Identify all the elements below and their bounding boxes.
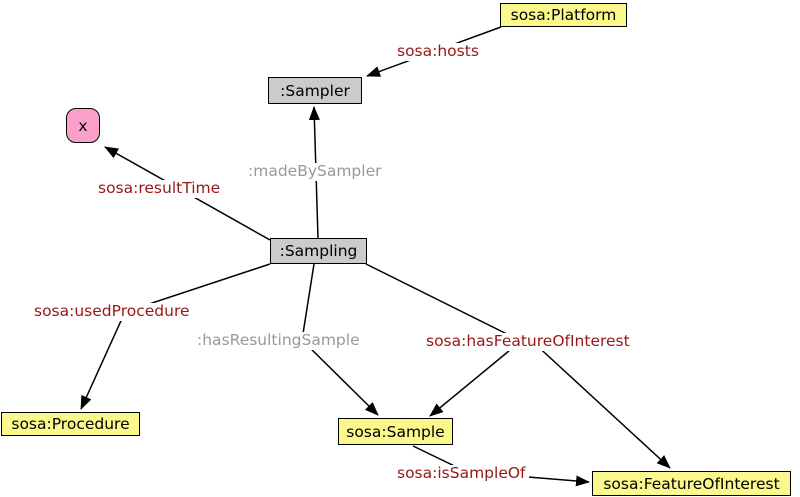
node-sampler: :Sampler [268, 77, 362, 104]
edge-label-hasresultingsample: :hasResultingSample [194, 331, 363, 350]
edge-hasfeatureofinterest-to-foi-line [532, 341, 671, 469]
edge-label-usedprocedure: sosa:usedProcedure [31, 302, 193, 321]
edge-label-resulttime: sosa:resultTime [95, 179, 224, 198]
node-sosa-procedure: sosa:Procedure [1, 412, 140, 436]
edge-label-madebysampler: :madeBySampler [245, 162, 385, 181]
edge-hasfeatureofinterest-stem-line [365, 263, 522, 342]
edge-hasfeatureofinterest-to-sample-line [429, 340, 522, 417]
node-x-literal: x [66, 108, 100, 143]
node-sosa-sample: sosa:Sample [338, 418, 453, 445]
node-sosa-platform: sosa:Platform [500, 3, 627, 27]
edge-label-hasfeatureofinterest: sosa:hasFeatureOfInterest [423, 332, 633, 351]
node-sampling: :Sampling [270, 238, 367, 264]
edge-label-hosts: sosa:hosts [394, 42, 482, 61]
node-sosa-featureofinterest: sosa:FeatureOfInterest [592, 471, 791, 496]
edge-label-issampleof: sosa:isSampleOf [394, 464, 529, 483]
